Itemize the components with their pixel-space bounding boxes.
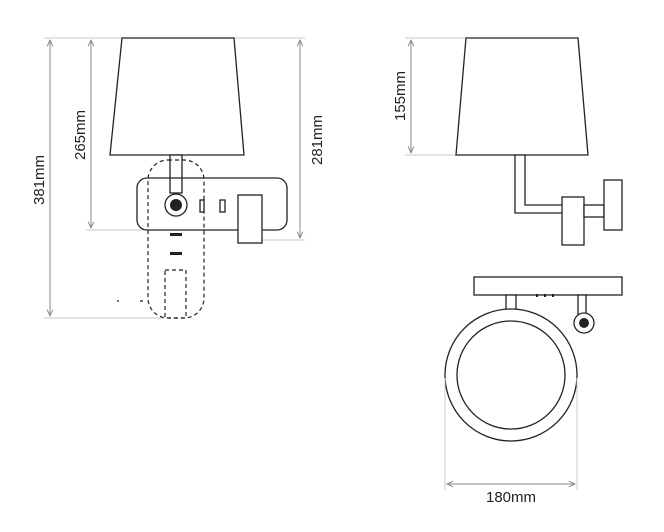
usb-port-slot [199, 199, 205, 213]
lamp-shade-front [109, 37, 245, 156]
reading-lamp-head-hidden [164, 269, 187, 319]
label-shade-diameter: 180mm [486, 489, 536, 506]
backplate-side [603, 179, 623, 231]
plate-dot-1 [536, 294, 538, 297]
plate-dot-3 [552, 294, 554, 297]
arm-side [514, 154, 566, 214]
backplate-top [473, 276, 623, 296]
shade-top-outer [444, 308, 578, 442]
front-view: 381mm 265mm 281mm [31, 37, 326, 319]
top-view: 180mm [444, 276, 623, 506]
label-shade-to-arm: 265mm [72, 110, 89, 160]
switch-slot [219, 199, 226, 213]
lamp-shade-side [455, 37, 589, 156]
plate-dot-2 [544, 294, 546, 297]
stem-front [169, 154, 183, 194]
pivot-box-side [561, 196, 585, 246]
indicator-slot-2 [170, 252, 182, 255]
connector-side [583, 204, 605, 218]
side-view: 155mm [392, 37, 623, 246]
reading-arm-top [577, 294, 587, 316]
reading-knob-top-inner [579, 318, 589, 328]
label-overall-height: 381mm [31, 155, 48, 205]
backplate-front [136, 177, 288, 231]
label-shade-height: 155mm [392, 71, 409, 121]
shade-top-inner [456, 320, 566, 430]
label-shade-to-backplate: 281mm [309, 115, 326, 165]
indicator-slot-1 [170, 233, 182, 236]
arm-pivot-inner [170, 199, 182, 211]
reading-light-knob-front [237, 194, 263, 244]
